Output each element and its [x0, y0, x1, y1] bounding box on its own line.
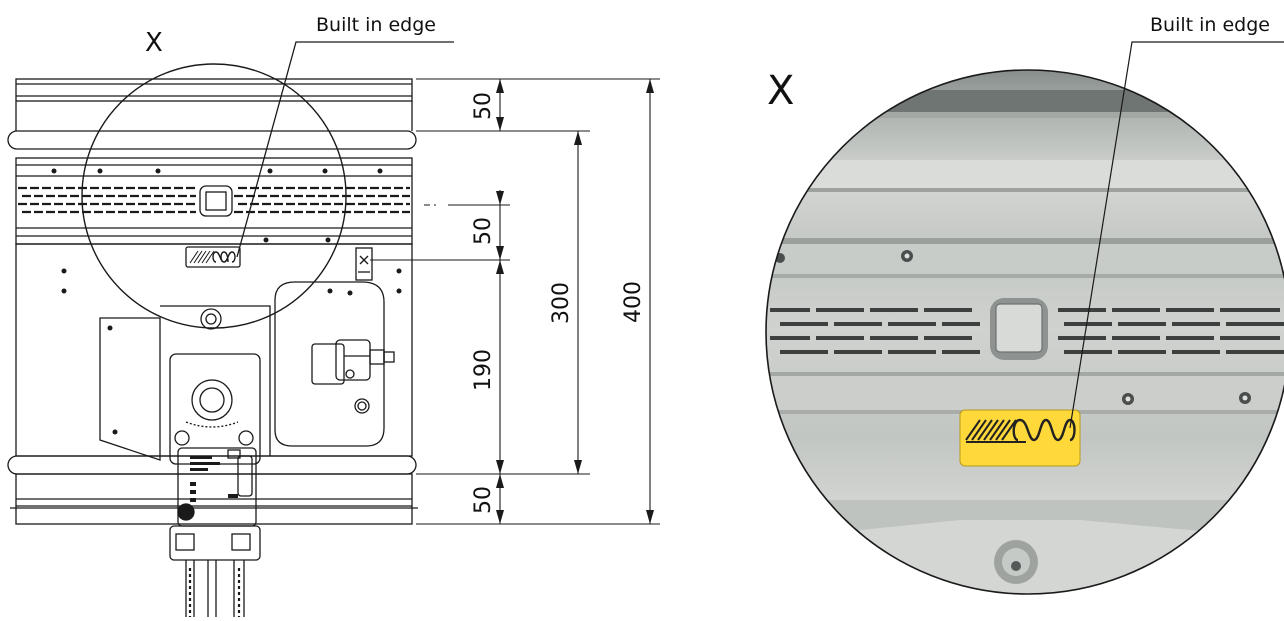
dim-lower-body: 190: [471, 349, 496, 391]
callout-label-left: Built in edge: [316, 14, 436, 36]
dimension-arrows: [496, 79, 654, 524]
warning-label: [355, 247, 373, 281]
dim-bottom-band: 50: [471, 486, 496, 514]
detail-view-right: [765, 41, 1284, 595]
dim-overall-height: 400: [621, 281, 646, 323]
callout-leader-right: [1069, 41, 1284, 429]
dimension-labels: 50 50 190 50 300 400: [471, 92, 646, 514]
dim-top-band: 50: [471, 92, 496, 120]
damper-body: [7, 243, 418, 525]
perforated-band: [15, 157, 413, 245]
dim-inner-height: 300: [549, 282, 574, 324]
edge-label-small: [185, 246, 241, 268]
left-view: [7, 41, 454, 617]
detail-marker-right: X: [767, 68, 795, 114]
detail-marker-left: X: [145, 28, 163, 58]
actuator: [169, 353, 261, 617]
detail-circle-right: [765, 69, 1284, 595]
dim-center-offset: 50: [471, 217, 496, 245]
callout-leader-left: [236, 41, 454, 258]
connector-unit: [311, 339, 395, 385]
callout-label-right: Built in edge: [1150, 14, 1270, 36]
dimension-lines: [370, 78, 660, 525]
top-band: [7, 78, 417, 150]
detail-circle-left: [81, 63, 347, 329]
edge-label-yellow: [959, 409, 1081, 467]
